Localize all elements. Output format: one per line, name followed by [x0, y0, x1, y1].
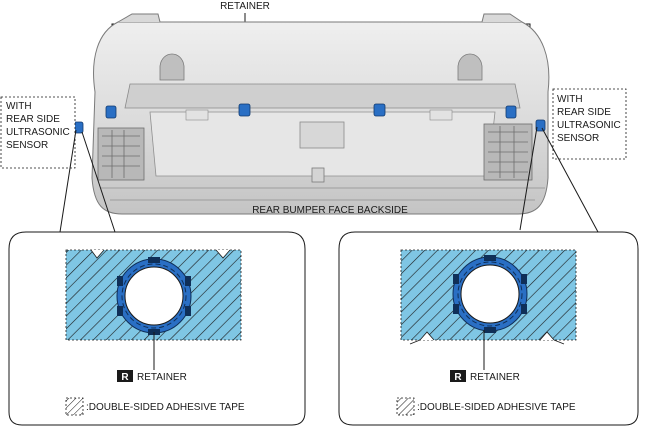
sensor-callout-right-line-4: SENSOR	[557, 133, 599, 144]
retainer-badge-right	[450, 370, 466, 382]
legend-text-left: :DOUBLE-SIDED ADHESIVE TAPE	[86, 402, 245, 413]
retainer-marker-center-right	[373, 103, 386, 117]
retainer-badge-left	[117, 370, 133, 382]
sensor-callout-right-line-1: WITH	[557, 94, 583, 105]
sensor-callout-right-line-2: REAR SIDE	[557, 107, 611, 118]
retainer-marker-right-outer	[505, 105, 517, 119]
retainer-badge-right-letter: R	[454, 372, 462, 383]
detail-panel-right: R RETAINER :DOUBLE-SIDED ADHESIVE TAPE	[338, 231, 639, 426]
retainer-marker-left-outer	[105, 105, 117, 119]
retainer-label-right: RETAINER	[470, 372, 520, 383]
sensor-retainer-right	[535, 119, 546, 132]
rear-bumper-face	[91, 13, 550, 215]
sensor-callout-right-line-3: ULTRASONIC	[557, 120, 621, 131]
sensor-callout-left-line-2: REAR SIDE	[6, 114, 60, 125]
retainer-title: RETAINER	[220, 1, 270, 12]
retainer-label-left: RETAINER	[137, 372, 187, 383]
detail-panel-left: R RETAINER :DOUBLE-SIDED ADHESIVE TAPE	[8, 231, 306, 426]
sensor-callout-left: WITH REAR SIDE ULTRASONIC SENSOR	[0, 96, 76, 169]
legend-swatch-left	[65, 397, 84, 416]
legend-text-right: :DOUBLE-SIDED ADHESIVE TAPE	[417, 402, 576, 413]
retainer-markers	[73, 103, 546, 134]
sensor-hole-right	[460, 264, 520, 324]
retainer-marker-center-left	[238, 103, 251, 117]
sensor-callout-left-line-3: ULTRASONIC	[6, 127, 70, 138]
sensor-callout-left-line-1: WITH	[6, 101, 32, 112]
detail-zoom-lines	[59, 126, 599, 233]
retainer-ring-right	[452, 255, 528, 333]
sensor-callout-left-line-4: SENSOR	[6, 140, 48, 151]
sensor-hole-left	[124, 266, 184, 326]
retainer-ring-left	[116, 257, 192, 335]
bumper-label: REAR BUMPER FACE BACKSIDE	[252, 205, 408, 216]
legend-swatch-right	[396, 397, 415, 416]
retainer-badge-left-letter: R	[121, 372, 129, 383]
sensor-callout-right: WITH REAR SIDE ULTRASONIC SENSOR	[552, 88, 627, 160]
